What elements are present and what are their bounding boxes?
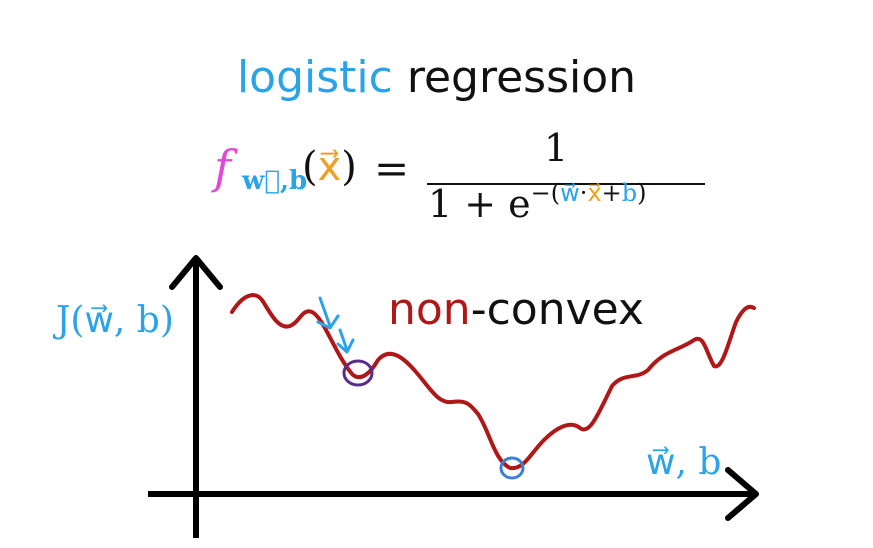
formula-denominator: 1 + e−(w⃗·x⃗+b) xyxy=(428,179,647,226)
y-axis-arrowhead xyxy=(169,255,223,290)
exponent-x: x⃗ xyxy=(587,179,602,207)
title-word-logistic: logistic xyxy=(236,52,393,103)
formula-argument: (x⃗) xyxy=(302,144,357,190)
exponent-w: w⃗ xyxy=(560,179,580,207)
local-minimum-circle xyxy=(342,359,374,387)
denominator-exponent: −(w⃗·x⃗+b) xyxy=(531,179,647,207)
x-axis-arrowhead xyxy=(725,467,759,521)
formula-equals: = xyxy=(374,144,410,193)
y-axis-label: J(w⃗, b) xyxy=(56,300,174,341)
formula-function-subscript: w⃗,b xyxy=(242,166,308,196)
exponent-prefix: −( xyxy=(530,179,561,207)
step-arrow-1-head xyxy=(316,314,340,330)
step-arrow-1-shaft xyxy=(318,296,332,328)
title: logistic regression xyxy=(0,52,873,103)
formula-arg-x: x⃗ xyxy=(317,144,342,190)
x-axis-label: w⃗, b xyxy=(646,442,722,483)
formula-function-name: f xyxy=(214,140,232,194)
exponent-dot: · xyxy=(579,179,588,207)
formula-numerator: 1 xyxy=(544,126,569,170)
formula-arg-open: ( xyxy=(302,144,318,190)
non-convex-curve xyxy=(230,293,756,471)
global-minimum-circle xyxy=(499,456,525,480)
formula-arg-close: ) xyxy=(341,144,357,190)
exponent-close: ) xyxy=(637,179,647,207)
gradient-step-arrows xyxy=(316,296,355,354)
non-convex-label: non-convex xyxy=(388,284,644,335)
step-arrow-2-shaft xyxy=(338,328,349,352)
fraction-bar xyxy=(427,183,705,185)
title-word-regression: regression xyxy=(406,52,637,103)
step-arrow-2-head xyxy=(336,338,355,354)
exponent-plus: + xyxy=(601,179,622,207)
non-convex-label-part1: non xyxy=(388,284,471,335)
denominator-base: 1 + e xyxy=(428,182,531,226)
non-convex-label-part2: -convex xyxy=(470,284,644,335)
exponent-b: b xyxy=(621,179,638,207)
